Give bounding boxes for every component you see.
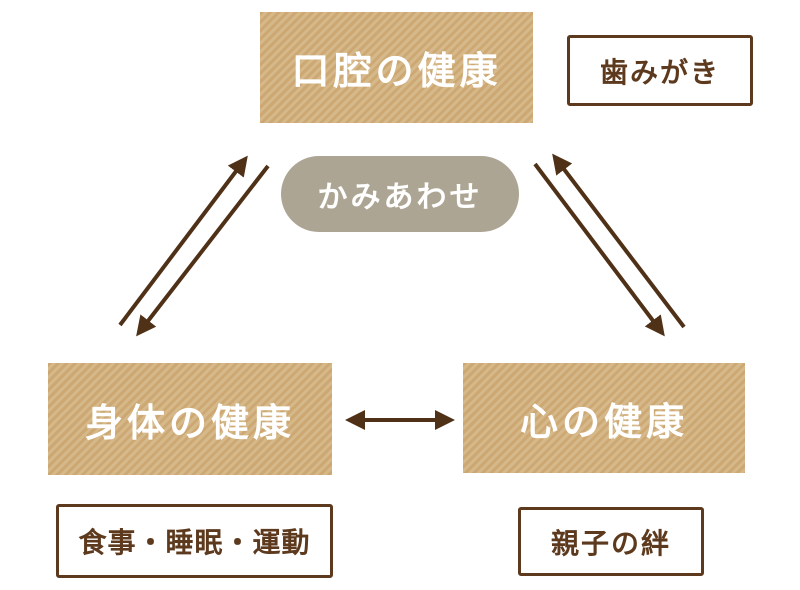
tag-lifestyle: 食事・睡眠・運動 [56, 504, 333, 578]
node-mental-health-label: 心の健康 [519, 399, 688, 444]
tag-parent-child-bond-label: 親子の絆 [550, 526, 671, 560]
arrow-oral-to-mind [533, 162, 665, 337]
arrow-mind-to-oral [552, 153, 686, 329]
node-oral-health-label: 口腔の健康 [291, 49, 502, 93]
pill-occlusion-label: かみあわせ [317, 180, 483, 215]
pill-occlusion: かみあわせ [281, 156, 519, 232]
arrow-body-to-oral [118, 155, 248, 327]
tag-parent-child-bond: 親子の絆 [518, 507, 704, 576]
node-physical-health-label: 身体の健康 [84, 400, 295, 445]
tag-lifestyle-label: 食事・睡眠・運動 [78, 526, 311, 559]
node-oral-health: 口腔の健康 [260, 12, 533, 123]
arrow-oral-to-body [136, 164, 270, 337]
node-physical-health: 身体の健康 [48, 363, 332, 475]
node-mental-health: 心の健康 [463, 363, 745, 473]
tag-toothbrushing: 歯みがき [567, 35, 753, 106]
tag-toothbrushing-label: 歯みがき [599, 55, 720, 89]
